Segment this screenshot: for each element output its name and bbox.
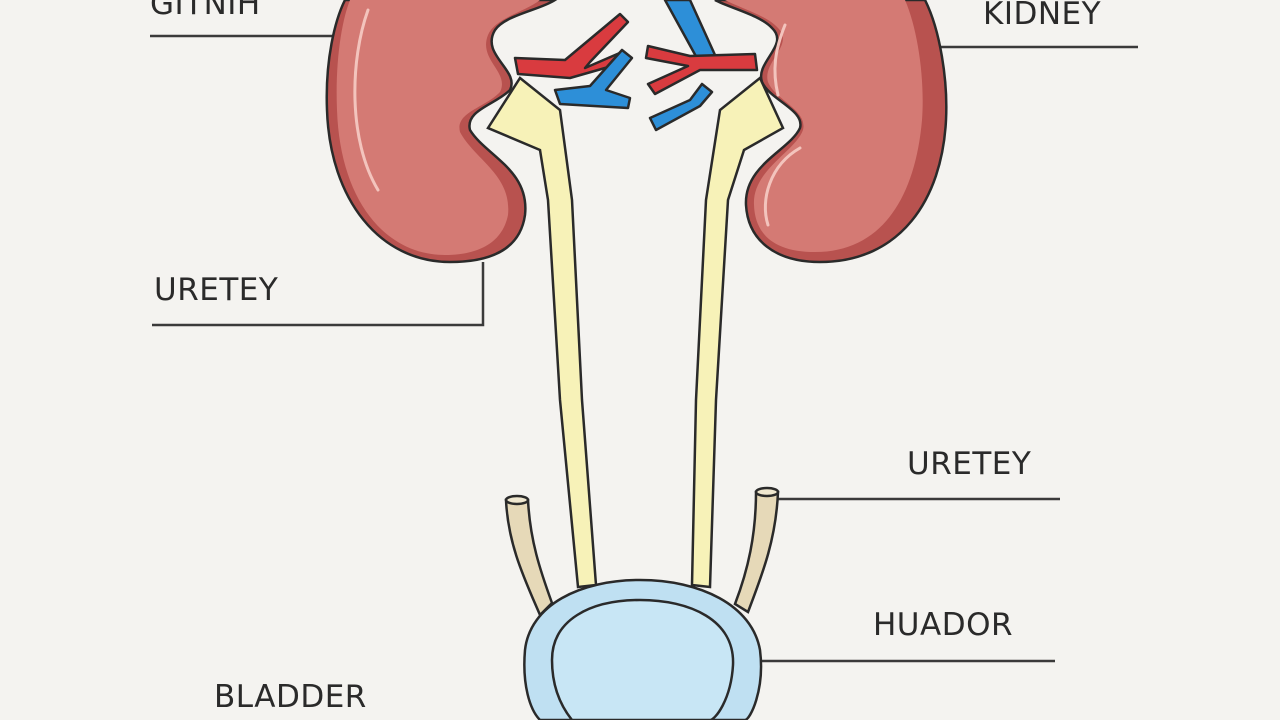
label-top-left: GITNIH	[150, 0, 261, 22]
label-ureter-right: URETEY	[907, 446, 1032, 482]
left-kidney	[325, 0, 558, 264]
bladder	[523, 578, 763, 720]
leader-lines	[150, 34, 1138, 663]
label-huador: HUADOR	[873, 607, 1014, 643]
right-kidney	[714, 0, 948, 264]
ureters	[486, 76, 785, 589]
label-ureter-left: URETEY	[154, 272, 279, 308]
bladder-tubes	[504, 486, 780, 618]
label-bladder: BLADDER	[214, 679, 367, 715]
label-kidney: KIDNEY	[983, 0, 1102, 32]
renal-vessels	[513, 0, 759, 132]
